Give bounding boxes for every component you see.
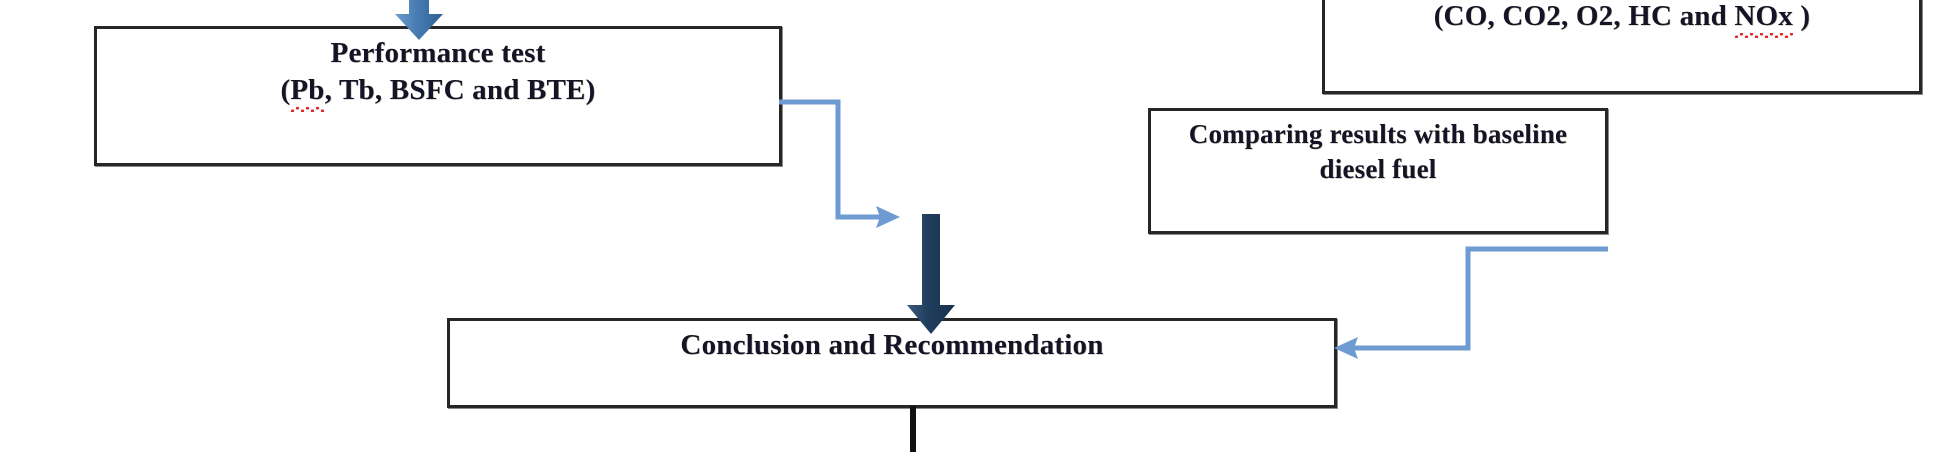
performance-test-line2-rest: , Tb, BSFC and BTE) — [324, 74, 596, 107]
node-emissions-label: (CO, CO2, O2, HC and NOx ) — [1325, 0, 1919, 39]
performance-test-line2-prefix: ( — [280, 74, 291, 107]
node-performance-test-label: Performance test (Pb, Tb, BSFC and BTE) — [97, 35, 779, 113]
node-emissions[interactable]: (CO, CO2, O2, HC and NOx ) — [1322, 0, 1922, 94]
node-comparing-results-label: Comparing results with baseline diesel f… — [1188, 119, 1568, 184]
node-performance-test[interactable]: Performance test (Pb, Tb, BSFC and BTE) — [94, 26, 782, 166]
node-comparing-results[interactable]: Comparing results with baseline diesel f… — [1148, 108, 1608, 234]
emissions-line1-prefix: (CO, CO2, O2, HC and — [1433, 0, 1735, 32]
node-conclusion[interactable]: Conclusion and Recommendation — [447, 318, 1337, 408]
connector-comparing-results-to-conclusion — [1334, 246, 1608, 359]
performance-test-misspelled-pb: Pb — [290, 72, 325, 113]
node-conclusion-label: Conclusion and Recommendation — [680, 329, 1104, 361]
arrow-down-into-conclusion-icon — [907, 214, 955, 334]
connector-performance-test-to-conclusion — [779, 99, 900, 228]
emissions-misspelled-nox: NOx — [1734, 0, 1793, 39]
performance-test-line1: Performance test — [330, 37, 546, 69]
emissions-line1-suffix: ) — [1792, 0, 1811, 32]
